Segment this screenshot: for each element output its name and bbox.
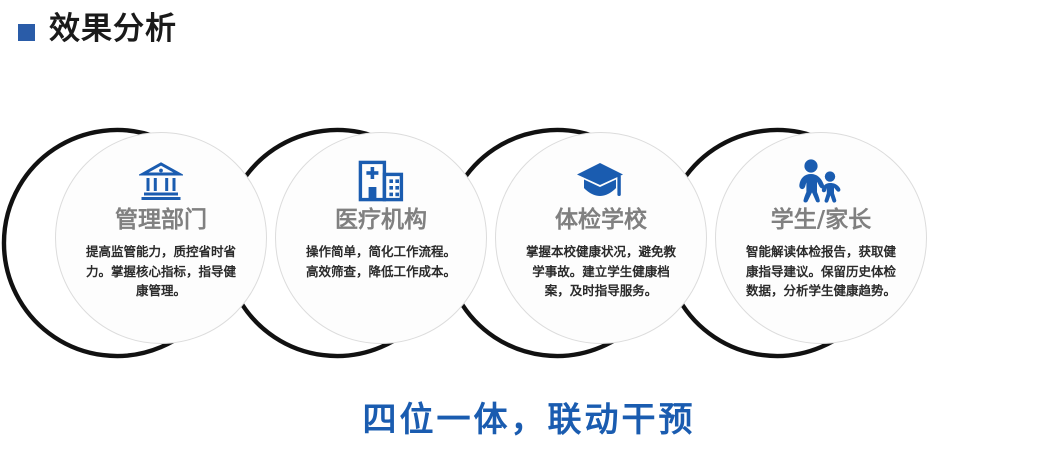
diagram-node-medical[interactable]: 医疗机构 操作简单，简化工作流程。高效筛查，降低工作成本。 <box>275 132 487 344</box>
bank-icon <box>139 158 183 204</box>
diagram-stage: 管理部门 提高监管能力，质控省时省力。掌握核心指标，指导健康管理。 <box>0 118 1058 368</box>
diagram-node-student-parent[interactable]: 学生/家长 智能解读体检报告，获取健康指导建议。保留历史体检数据，分析学生健康趋… <box>715 132 927 344</box>
node-title: 学生/家长 <box>770 207 872 233</box>
parent-child-icon <box>795 158 847 204</box>
node-description: 掌握本校健康状况，避免教学事故。建立学生健康档案，及时指导服务。 <box>525 244 676 299</box>
page-title: 效果分析 <box>49 11 177 47</box>
page-header: 效果分析 <box>18 14 177 45</box>
diagram-node-school[interactable]: 体检学校 掌握本校健康状况，避免教学事故。建立学生健康档案，及时指导服务。 <box>495 132 707 344</box>
node-description: 提高监管能力，质控省时省力。掌握核心指标，指导健康管理。 <box>85 244 236 299</box>
node-description: 智能解读体检报告，获取健康指导建议。保留历史体检数据，分析学生健康趋势。 <box>745 244 896 299</box>
node-title: 医疗机构 <box>335 207 427 233</box>
node-description: 操作简单，简化工作流程。高效筛查，降低工作成本。 <box>305 244 456 279</box>
hospital-icon <box>358 158 404 204</box>
slogan-text: 四位一体，联动干预 <box>362 400 696 440</box>
graduation-cap-icon <box>577 158 625 204</box>
diagram-node-management[interactable]: 管理部门 提高监管能力，质控省时省力。掌握核心指标，指导健康管理。 <box>55 132 267 344</box>
node-title: 体检学校 <box>555 207 647 233</box>
bullet-square-icon <box>18 24 35 41</box>
node-title: 管理部门 <box>115 207 207 233</box>
